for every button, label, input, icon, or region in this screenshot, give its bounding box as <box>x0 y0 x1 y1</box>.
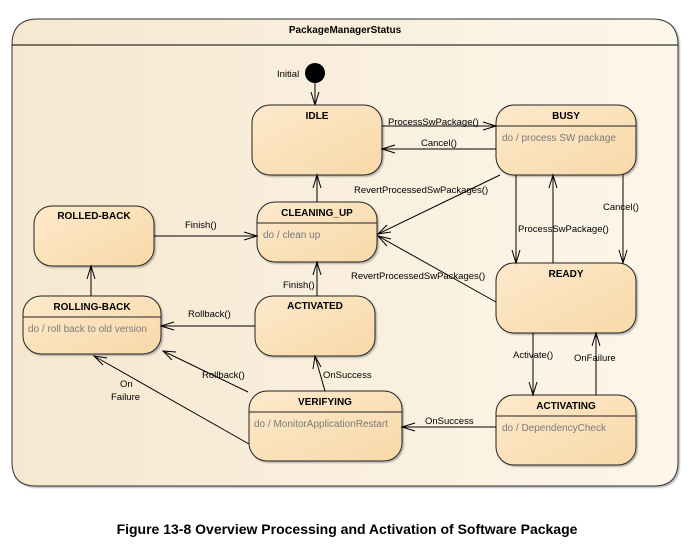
transition-busy-to-ready[interactable] <box>511 175 521 265</box>
transition-label: Cancel() <box>421 138 457 149</box>
transition-label: Activate() <box>513 350 553 361</box>
state-name: VERIFYING <box>298 397 352 408</box>
state-rolled-back[interactable]: ROLLED-BACK <box>33 205 155 267</box>
transition-activating-to-ready[interactable]: OnFailure <box>574 331 616 395</box>
transition-busy-to-cleaning[interactable]: RevertProcessedSwPackages() <box>354 174 501 235</box>
figure-caption: Figure 13-8 Overview Processing and Acti… <box>116 521 578 537</box>
transition-verifying-failure[interactable]: On Failure <box>92 355 250 445</box>
state-name: ROLLING-BACK <box>53 302 131 313</box>
transition-ready-to-cleaning[interactable]: RevertProcessedSwPackages() <box>351 235 497 303</box>
frame-title: PackageManagerStatus <box>289 25 402 36</box>
state-activity: do / roll back to old version <box>28 324 147 335</box>
state-rolling-back[interactable]: ROLLING-BACK do / roll back to old versi… <box>22 295 162 355</box>
state-name: ACTIVATED <box>287 301 343 312</box>
state-activity: do / DependencyCheck <box>502 423 607 434</box>
state-verifying[interactable]: VERIFYING do / MonitorApplicationRestart <box>248 390 403 462</box>
transition-label: OnSuccess <box>323 370 372 381</box>
state-activating[interactable]: ACTIVATING do / DependencyCheck <box>495 394 637 466</box>
transition-label-line1: On <box>120 379 133 390</box>
transition-label: Finish() <box>185 220 217 231</box>
transition-verifying-to-activated[interactable]: OnSuccess <box>312 354 372 392</box>
transition-ready-to-busy[interactable]: ProcessSwPackage() <box>518 173 609 263</box>
state-name: ROLLED-BACK <box>57 211 131 222</box>
transition-label: RevertProcessedSwPackages() <box>351 271 485 282</box>
state-name: BUSY <box>552 111 580 122</box>
transition-rolledback-to-cleaning[interactable]: Finish() <box>154 220 259 241</box>
state-name: CLEANING_UP <box>281 208 353 219</box>
state-ready[interactable]: READY <box>495 262 637 334</box>
state-busy[interactable]: BUSY do / process SW package <box>495 104 637 176</box>
transition-label: Finish() <box>283 280 315 291</box>
transition-label: OnSuccess <box>425 416 474 427</box>
transition-idle-to-busy[interactable]: ProcessSwPackage() <box>382 117 498 131</box>
transition-activated-to-cleaning[interactable]: Finish() <box>283 260 322 296</box>
transition-label: Cancel() <box>603 202 639 213</box>
transition-verifying-to-rolling[interactable]: Rollback() <box>161 350 249 393</box>
transition-label: ProcessSwPackage() <box>518 224 609 235</box>
transition-label: RevertProcessedSwPackages() <box>354 185 488 196</box>
transition-ready-to-activating[interactable]: Activate() <box>513 333 553 397</box>
state-activity: do / clean up <box>263 230 321 241</box>
transition-cleaning-to-idle[interactable] <box>312 173 322 202</box>
state-activity: do / MonitorApplicationRestart <box>254 419 388 430</box>
transition-label: Rollback() <box>188 309 231 320</box>
transition-activating-to-verifying[interactable]: OnSuccess <box>400 416 496 432</box>
transition-busy-to-idle[interactable]: Cancel() <box>380 138 496 154</box>
transition-rolling-to-rolledback[interactable] <box>86 264 96 296</box>
initial-label: Initial <box>277 69 299 80</box>
transition-label: OnFailure <box>574 353 616 364</box>
transition-activated-to-rolling[interactable]: Rollback() <box>159 309 255 331</box>
transition-busy-to-ready-cancel[interactable]: Cancel() <box>603 175 639 265</box>
state-activity: do / process SW package <box>502 133 616 144</box>
state-name: ACTIVATING <box>536 401 596 412</box>
state-idle[interactable]: IDLE <box>251 104 383 176</box>
state-activated[interactable]: ACTIVATED <box>254 295 376 357</box>
transition-label: ProcessSwPackage() <box>388 117 479 128</box>
state-cleaning-up[interactable]: CLEANING_UP do / clean up <box>256 201 378 263</box>
state-name: IDLE <box>306 111 329 122</box>
transition-label: Rollback() <box>202 370 245 381</box>
state-name: READY <box>548 269 583 280</box>
transition-label-line2: Failure <box>111 392 140 403</box>
initial-pseudostate[interactable]: Initial <box>277 63 325 83</box>
